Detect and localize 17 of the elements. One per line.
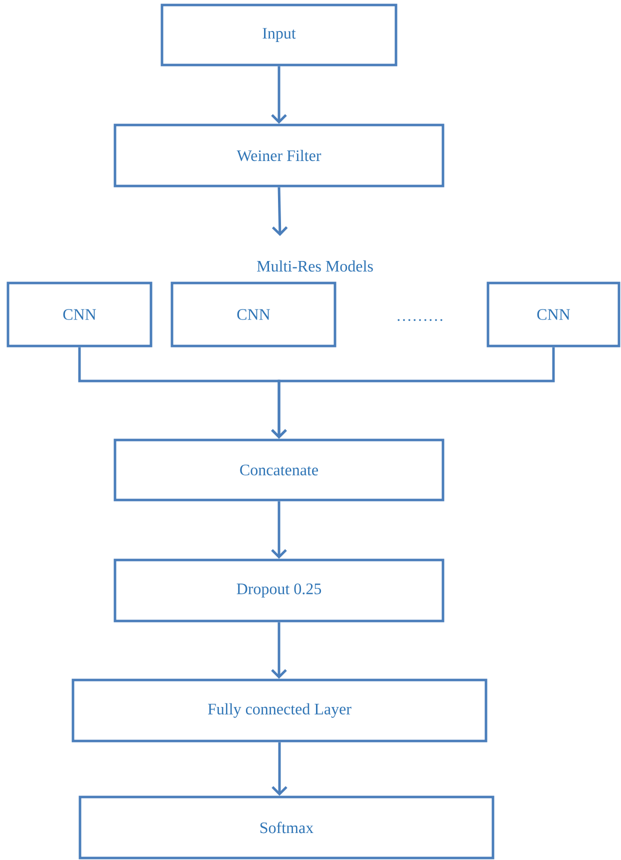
arrow <box>272 742 288 796</box>
process-box: CNN <box>170 282 336 348</box>
process-box: Input <box>160 4 398 66</box>
arrow <box>271 622 287 679</box>
process-box: Fully connected Layer <box>72 678 488 742</box>
arrow <box>272 187 288 236</box>
process-box: CNN <box>486 282 620 348</box>
process-box: Weiner Filter <box>114 124 444 188</box>
arrow <box>271 501 287 559</box>
process-box: Softmax <box>78 796 494 860</box>
process-box: CNN <box>6 282 152 348</box>
text-label: Multi-Res Models <box>257 260 373 272</box>
arrow <box>271 347 555 439</box>
text-label: ……… <box>398 319 442 321</box>
process-box: Concatenate <box>114 438 444 502</box>
arrow <box>271 66 287 124</box>
process-box: Dropout 0.25 <box>114 558 444 622</box>
